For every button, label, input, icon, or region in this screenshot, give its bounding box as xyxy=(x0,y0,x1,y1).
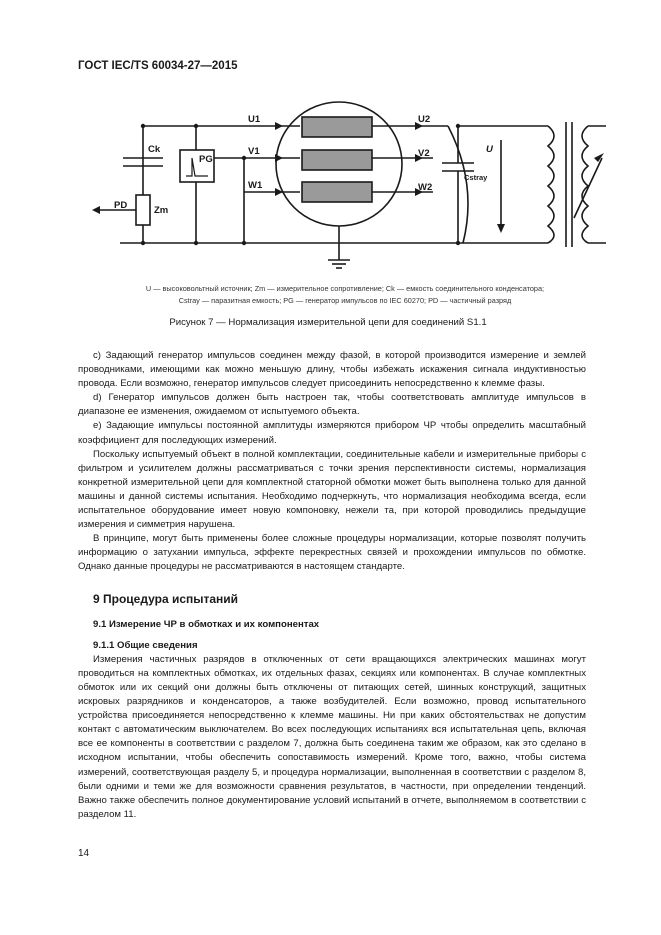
label-zm: Zm xyxy=(154,205,168,216)
label-u: U xyxy=(486,144,494,155)
label-u2: U2 xyxy=(418,114,430,125)
label-pd: PD xyxy=(114,200,127,211)
legend-line-2: Cstray — паразитная емкость; PG — генера… xyxy=(178,296,512,305)
legend-line-1: U — высоковольтный источник; Zm — измери… xyxy=(145,284,545,293)
paragraph-2: В принципе, могут быть применены более с… xyxy=(78,533,586,573)
section-heading-9-1: 9.1 Измерение ЧР в обмотках и их компоне… xyxy=(93,618,320,630)
section-heading-9-1-1: 9.1.1 Общие сведения xyxy=(93,639,198,651)
label-ck: Ck xyxy=(148,144,161,155)
label-u1: U1 xyxy=(248,114,261,125)
paragraph-1: Поскольку испытуемый объект в полной ком… xyxy=(78,448,586,531)
page-number: 14 xyxy=(78,848,90,859)
label-v1: V1 xyxy=(248,146,260,157)
label-pg: PG xyxy=(199,154,213,165)
label-v2: V2 xyxy=(418,148,430,159)
figure-legend: U — высоковольтный источник; Zm — измери… xyxy=(95,283,595,307)
figure-caption: Рисунок 7 — Нормализация измерительной ц… xyxy=(169,317,487,328)
paragraph-3: Измерения частичных разрядов в отключенн… xyxy=(78,653,586,820)
circuit-diagram: U1 V1 W1 U2 V2 W2 Ck PG PD Zm U Cstray xyxy=(92,101,606,269)
label-cstray: Cstray xyxy=(464,173,488,182)
paragraph-e: e) Задающие импульсы постоянной амплитуд… xyxy=(78,420,586,446)
body-text: c) Задающий генератор импульсов соединен… xyxy=(78,349,586,822)
document-header: ГОСТ IEC/TS 60034-27—2015 xyxy=(78,60,238,72)
paragraph-c: c) Задающий генератор импульсов соединен… xyxy=(78,350,586,390)
section-heading-9: 9 Процедура испытаний xyxy=(93,591,239,606)
label-w1: W1 xyxy=(248,180,263,191)
label-w2: W2 xyxy=(418,182,432,193)
paragraph-d: d) Генератор импульсов должен быть настр… xyxy=(78,392,586,418)
